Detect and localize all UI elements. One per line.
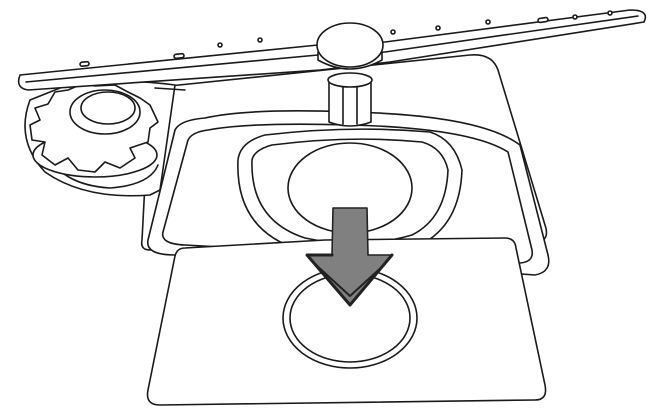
spray-arm-hub — [327, 72, 373, 127]
sump-cup — [237, 128, 463, 256]
spray-hole — [217, 42, 223, 48]
spray-hole — [79, 60, 90, 68]
spray-hole — [173, 52, 185, 60]
spray-hole — [485, 19, 491, 25]
spray-hole — [537, 16, 549, 24]
cylinder-filter-knob — [29, 83, 186, 178]
insert-direction-arrow — [305, 207, 394, 307]
spray-hole — [257, 37, 263, 43]
spray-hole — [572, 14, 578, 20]
spray-hole — [607, 10, 613, 16]
hub-cap — [316, 22, 384, 68]
spray-hole — [435, 25, 441, 31]
spray-hole — [390, 29, 396, 35]
lower-spray-arm — [17, 9, 647, 91]
